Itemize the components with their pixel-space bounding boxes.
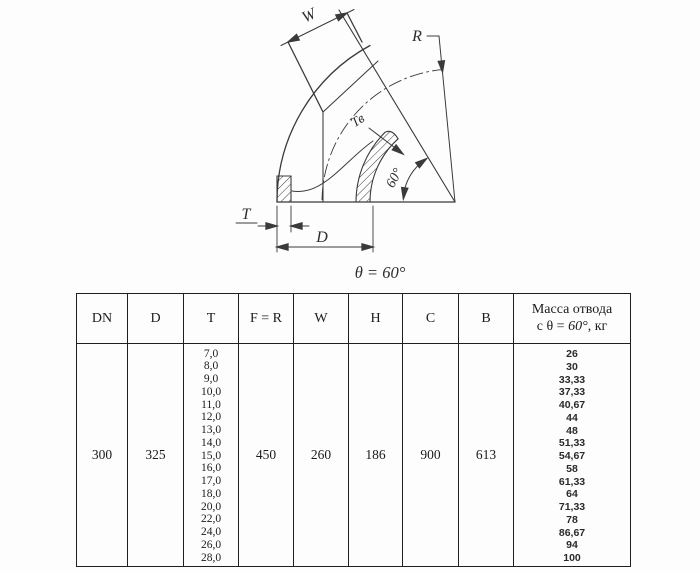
list-value: 17,0 [200, 475, 222, 488]
list-value: 16,0 [200, 462, 222, 475]
elbow-technical-drawing: W R Тв 60° T D θ = 60° [235, 5, 456, 282]
dimensions-table: DN D T F = R W H C B Масса отвода с θ = … [76, 293, 631, 567]
list-value: 14,0 [200, 436, 222, 449]
list-value: 15,0 [200, 449, 222, 462]
list-value: 18,0 [200, 487, 222, 500]
list-value: 12,0 [200, 411, 222, 424]
table-header-row: DN D T F = R W H C B Масса отвода с θ = … [76, 293, 631, 344]
list-value: 30 [566, 360, 578, 373]
list-value: 24,0 [200, 526, 222, 539]
apex-60deg-line [338, 9, 456, 203]
d-dimension-label: D [315, 229, 328, 246]
header-mass: Масса отвода с θ = 60°, кг [513, 293, 631, 344]
header-w: W [293, 293, 349, 344]
list-value: 61,33 [558, 475, 586, 488]
cell-c: 900 [402, 343, 459, 567]
list-value: 26 [566, 348, 578, 361]
list-value: 37,33 [558, 386, 586, 399]
stub-right-edge [346, 12, 363, 43]
list-value: 78 [566, 513, 578, 526]
t-extension-lines [276, 205, 292, 253]
header-mass-line2-suffix: , кг [587, 318, 608, 334]
list-value: 100 [563, 552, 581, 565]
header-mass-line1: Масса отвода [531, 301, 613, 317]
list-value: 26,0 [200, 538, 222, 551]
w-dimension-label: W [299, 5, 320, 27]
cell-d: 325 [127, 343, 184, 567]
theta-caption: θ = 60° [355, 263, 406, 282]
list-value: 11,0 [201, 398, 221, 411]
header-h: H [348, 293, 403, 344]
cell-w: 260 [293, 343, 349, 567]
header-dn: DN [76, 293, 128, 344]
list-value: 51,33 [558, 437, 586, 450]
cell-dn: 300 [76, 343, 128, 567]
header-fr: F = R [238, 293, 294, 344]
list-value: 9,0 [203, 373, 219, 386]
tv-dimension-label: Тв [348, 110, 367, 130]
cell-h: 186 [348, 343, 403, 567]
list-value: 54,67 [558, 450, 586, 463]
list-value: 8,0 [203, 360, 219, 373]
list-value: 71,33 [558, 501, 586, 514]
list-value: 22,0 [200, 513, 222, 526]
list-value: 7,0 [203, 347, 219, 360]
header-t: T [183, 293, 239, 344]
list-value: 44 [566, 411, 578, 424]
cell-fr: 450 [238, 343, 294, 567]
list-value: 13,0 [200, 424, 222, 437]
angle-arc-label: 60° [384, 166, 407, 191]
list-value: 40,67 [558, 399, 586, 412]
header-mass-angle: 60° [568, 318, 588, 334]
break-line-curve [291, 140, 374, 192]
left-wall-section [276, 175, 292, 203]
pipe-centerline-arc [321, 69, 442, 201]
r-dimension-label: R [411, 28, 422, 45]
header-d: D [127, 293, 184, 344]
list-value: 94 [566, 539, 578, 552]
header-b: B [458, 293, 514, 344]
list-value: 28,0 [200, 551, 222, 564]
list-value: 33,33 [558, 373, 586, 386]
t-dimension-label: T [242, 206, 252, 223]
list-value: 20,0 [200, 500, 222, 513]
header-mass-line2-prefix: с θ = [536, 318, 569, 334]
cell-b: 613 [458, 343, 514, 567]
list-value: 86,67 [558, 526, 586, 539]
stub-left-edge [287, 41, 324, 113]
inner-wall-section [355, 130, 399, 203]
list-value: 58 [566, 462, 578, 475]
dimensions-table-wrap: DN D T F = R W H C B Масса отвода с θ = … [76, 293, 631, 567]
stub-joint-line [322, 60, 379, 113]
header-c: C [402, 293, 459, 344]
list-value: 48 [566, 424, 578, 437]
list-value: 64 [566, 488, 578, 501]
list-value: 10,0 [200, 385, 222, 398]
